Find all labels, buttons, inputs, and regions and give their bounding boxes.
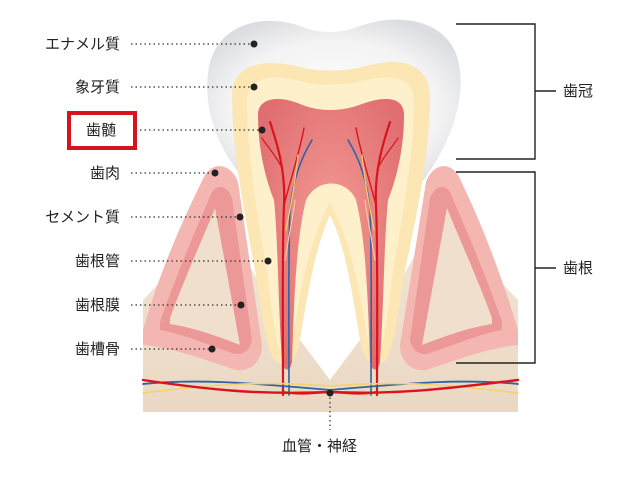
label-gum: 歯肉 — [89, 164, 120, 182]
label-root-canal: 歯根管 — [74, 252, 120, 270]
label-crown: 歯冠 — [563, 82, 594, 100]
label-alveolar-bone: 歯槽骨 — [74, 340, 120, 358]
label-periodontal-ligament: 歯根膜 — [74, 296, 120, 314]
label-vessels-nerves: 血管・神経 — [282, 437, 358, 455]
leader-lines — [131, 43, 331, 430]
highlight-box — [67, 111, 137, 150]
label-root: 歯根 — [563, 259, 594, 277]
label-pulp: 歯髄 — [86, 121, 117, 139]
pulp-vessels — [261, 120, 399, 397]
right-brackets — [456, 23, 556, 364]
leader-dots — [208, 40, 334, 397]
label-dentin: 象牙質 — [74, 78, 120, 96]
label-enamel: エナメル質 — [44, 35, 120, 53]
label-cementum: セメント質 — [45, 208, 120, 226]
